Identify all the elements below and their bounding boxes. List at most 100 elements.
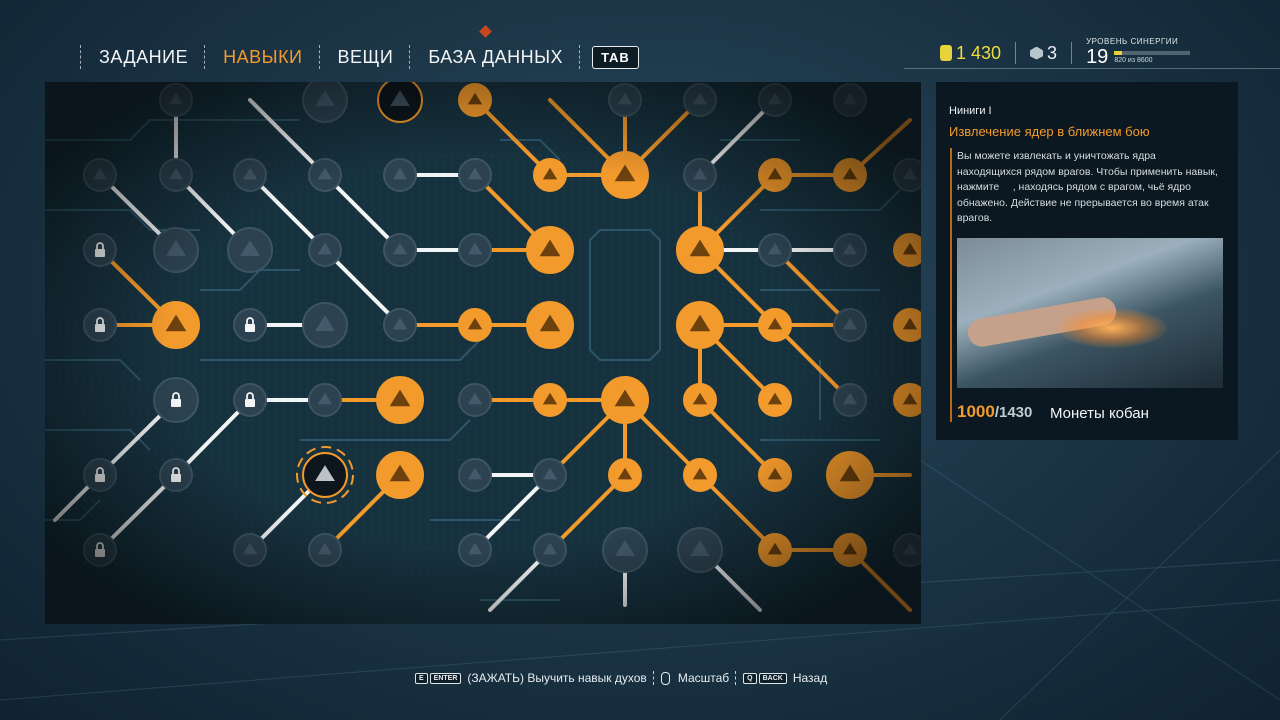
skill-node[interactable] — [533, 158, 567, 192]
header-divider — [1015, 42, 1017, 64]
skill-node[interactable] — [83, 233, 117, 267]
skill-node[interactable] — [758, 83, 792, 117]
skill-node[interactable] — [833, 308, 867, 342]
skill-title: Извлечение ядер в ближнем бою — [949, 124, 1150, 139]
skill-node[interactable] — [893, 233, 921, 267]
skill-node[interactable] — [602, 527, 648, 573]
skill-node[interactable] — [159, 158, 193, 192]
tab-next-key[interactable]: TAB — [592, 45, 639, 69]
skill-node[interactable] — [302, 302, 348, 348]
zoom-prompt[interactable]: Масштаб — [677, 671, 730, 685]
synergy-title: УРОВЕНЬ СИНЕРГИИ — [1086, 37, 1179, 46]
skill-node[interactable] — [833, 158, 867, 192]
skill-node[interactable] — [458, 158, 492, 192]
tab-items[interactable]: ВЕЩИ — [337, 47, 394, 67]
skill-node[interactable] — [683, 383, 717, 417]
skill-node[interactable] — [308, 158, 342, 192]
skill-node[interactable] — [458, 533, 492, 567]
key-e: E — [415, 672, 428, 684]
skill-node[interactable] — [233, 158, 267, 192]
skill-node[interactable] — [526, 301, 574, 349]
skill-node[interactable] — [526, 226, 574, 274]
tab-separator — [80, 45, 83, 69]
skill-node[interactable] — [233, 533, 267, 567]
skill-node[interactable] — [159, 458, 193, 492]
lock-icon — [95, 549, 105, 557]
skill-node[interactable] — [758, 233, 792, 267]
skill-node[interactable] — [683, 158, 717, 192]
tab-mission[interactable]: ЗАДАНИЕ — [99, 47, 189, 67]
skill-node[interactable] — [153, 227, 199, 273]
skill-node[interactable] — [383, 308, 417, 342]
synergy-level-value: 19 — [1086, 46, 1109, 68]
skill-node[interactable] — [377, 82, 423, 123]
skill-tree[interactable] — [45, 82, 921, 624]
top-navigation: ЗАДАНИЕ НАВЫКИ ВЕЩИ БАЗА ДАННЫХ TAB — [80, 44, 639, 70]
skill-node[interactable] — [83, 308, 117, 342]
skill-node[interactable] — [676, 301, 724, 349]
skill-node[interactable] — [833, 383, 867, 417]
skill-node[interactable] — [83, 458, 117, 492]
key-enter: ENTER — [429, 672, 462, 684]
skill-node[interactable] — [758, 458, 792, 492]
key-back: BACK — [758, 672, 787, 684]
skill-node[interactable] — [308, 383, 342, 417]
skill-node[interactable] — [608, 458, 642, 492]
skill-node[interactable] — [758, 308, 792, 342]
skill-node[interactable] — [458, 233, 492, 267]
skill-node[interactable] — [608, 83, 642, 117]
skill-node[interactable] — [376, 451, 424, 499]
skill-node[interactable] — [458, 308, 492, 342]
skill-node[interactable] — [308, 233, 342, 267]
skill-node[interactable] — [383, 158, 417, 192]
skill-node[interactable] — [533, 458, 567, 492]
skill-node[interactable] — [233, 383, 267, 417]
skill-node[interactable] — [152, 301, 200, 349]
skill-node[interactable] — [533, 533, 567, 567]
skill-node[interactable] — [302, 82, 348, 123]
skill-node[interactable] — [227, 227, 273, 273]
skill-node[interactable] — [758, 383, 792, 417]
back-prompt[interactable]: Назад — [792, 671, 828, 685]
skill-preview-image — [957, 238, 1223, 388]
cost-currency: Монеты кобан — [1050, 405, 1149, 422]
cost-total: /1430 — [994, 404, 1033, 421]
skill-node[interactable] — [758, 533, 792, 567]
skill-cost: 1000/1430 — [957, 402, 1032, 422]
skill-node[interactable] — [233, 308, 267, 342]
synergy-level: УРОВЕНЬ СИНЕРГИИ 19 820 из 8600 — [1086, 37, 1191, 69]
skill-node[interactable] — [383, 233, 417, 267]
skill-node[interactable] — [308, 533, 342, 567]
skill-node[interactable] — [826, 451, 874, 499]
skill-node[interactable] — [83, 533, 117, 567]
skill-node[interactable] — [159, 83, 193, 117]
skill-node[interactable] — [458, 383, 492, 417]
skill-node[interactable] — [893, 158, 921, 192]
skill-node[interactable] — [458, 83, 492, 117]
skill-node[interactable] — [893, 533, 921, 567]
skill-node[interactable] — [601, 151, 649, 199]
skill-node[interactable] — [683, 83, 717, 117]
tab-skills[interactable]: НАВЫКИ — [223, 47, 303, 67]
skill-node[interactable] — [893, 383, 921, 417]
skill-node[interactable] — [677, 527, 723, 573]
skill-node[interactable] — [376, 376, 424, 424]
skill-node[interactable] — [601, 376, 649, 424]
skill-node[interactable] — [83, 158, 117, 192]
skill-node[interactable] — [833, 83, 867, 117]
learn-skill-prompt[interactable]: (ЗАЖАТЬ) Выучить навык духов — [467, 671, 647, 685]
skill-node[interactable] — [833, 233, 867, 267]
header-divider — [1071, 42, 1073, 64]
currency-header: 1 430 3 УРОВЕНЬ СИНЕРГИИ 19 820 из 8600 — [940, 37, 1191, 69]
coins-value: 1 430 — [956, 42, 1002, 63]
skill-node[interactable] — [893, 308, 921, 342]
tab-database[interactable]: БАЗА ДАННЫХ — [428, 47, 564, 67]
skill-node[interactable] — [758, 158, 792, 192]
skill-node[interactable] — [833, 533, 867, 567]
skill-node[interactable] — [683, 458, 717, 492]
skill-node[interactable] — [153, 377, 199, 423]
skill-node[interactable] — [533, 383, 567, 417]
skill-tree-graph[interactable] — [45, 82, 921, 624]
skill-node[interactable] — [676, 226, 724, 274]
skill-node[interactable] — [458, 458, 492, 492]
